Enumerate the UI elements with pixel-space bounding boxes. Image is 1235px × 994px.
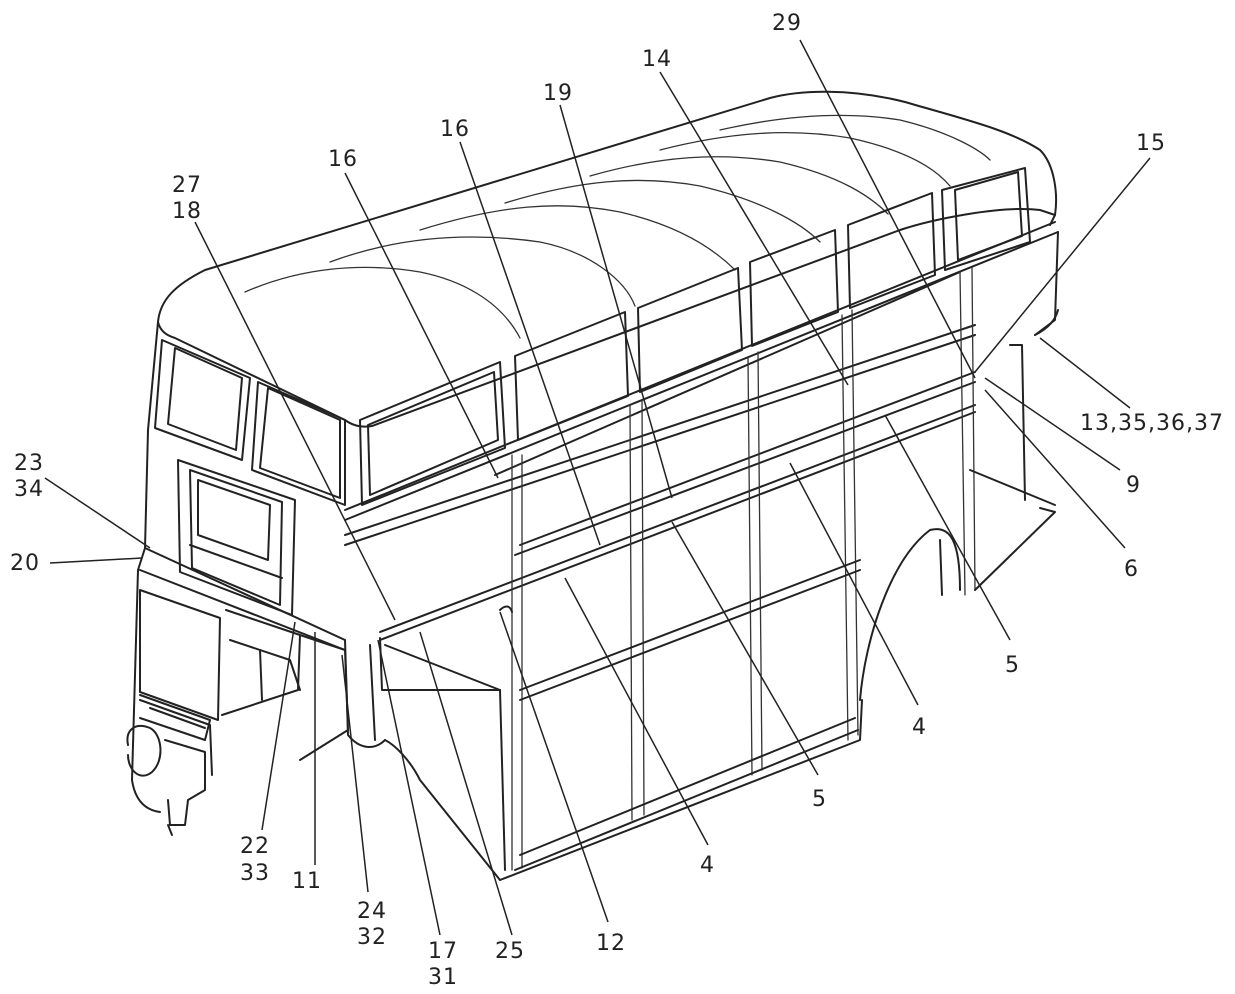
callout-19: 19 xyxy=(543,81,573,106)
leader-6 xyxy=(984,389,1126,549)
callout-18: 18 xyxy=(172,199,202,224)
callout-24: 24 xyxy=(357,899,387,924)
leader-22-33 xyxy=(261,621,296,831)
leader-17-31 xyxy=(377,639,441,936)
leader-27-18 xyxy=(194,221,396,621)
callout-16a: 16 xyxy=(328,147,358,172)
callout-17: 17 xyxy=(428,939,458,964)
leader-13 xyxy=(1039,337,1131,409)
leader-4b xyxy=(564,577,709,846)
leader-29 xyxy=(799,39,976,379)
leader-15 xyxy=(974,157,1151,373)
callout-25: 25 xyxy=(495,939,525,964)
callout-9: 9 xyxy=(1126,473,1141,498)
callout-13-35-36-37: 13,35,36,37 xyxy=(1080,411,1224,436)
callout-6: 6 xyxy=(1124,557,1139,582)
leader-lines xyxy=(44,39,1151,936)
bus-body-drawing xyxy=(126,90,1059,881)
callout-11: 11 xyxy=(292,869,322,894)
leader-14 xyxy=(659,71,849,386)
callout-16b: 16 xyxy=(440,117,470,142)
callout-5a: 5 xyxy=(1005,653,1020,678)
leader-16b xyxy=(459,141,601,546)
leader-16a xyxy=(344,172,499,479)
leader-9 xyxy=(984,377,1121,471)
leader-4a xyxy=(789,462,919,706)
callout-29: 29 xyxy=(772,11,802,36)
callout-labels: 29 14 19 15 16 16 27 18 13,35,36,37 23 3… xyxy=(10,11,1224,990)
callout-22: 22 xyxy=(240,834,270,859)
leader-20 xyxy=(49,557,143,564)
callout-12: 12 xyxy=(596,931,626,956)
callout-31: 31 xyxy=(428,965,458,990)
callout-20: 20 xyxy=(10,551,40,576)
leader-19 xyxy=(559,104,673,499)
leader-24-32 xyxy=(341,654,369,893)
callout-27: 27 xyxy=(172,173,202,198)
leader-23-34 xyxy=(44,477,151,549)
leader-25 xyxy=(419,631,513,936)
callout-32: 32 xyxy=(357,925,387,950)
callout-4b: 4 xyxy=(700,853,715,878)
callout-4a: 4 xyxy=(912,715,927,740)
callout-23: 23 xyxy=(14,451,44,476)
callout-14: 14 xyxy=(642,47,672,72)
leader-5b xyxy=(671,521,819,776)
callout-5b: 5 xyxy=(812,787,827,812)
leader-12 xyxy=(499,611,609,923)
leader-5a xyxy=(884,414,1011,641)
callout-33: 33 xyxy=(240,861,270,886)
callout-15: 15 xyxy=(1136,131,1166,156)
callout-34: 34 xyxy=(14,477,44,502)
